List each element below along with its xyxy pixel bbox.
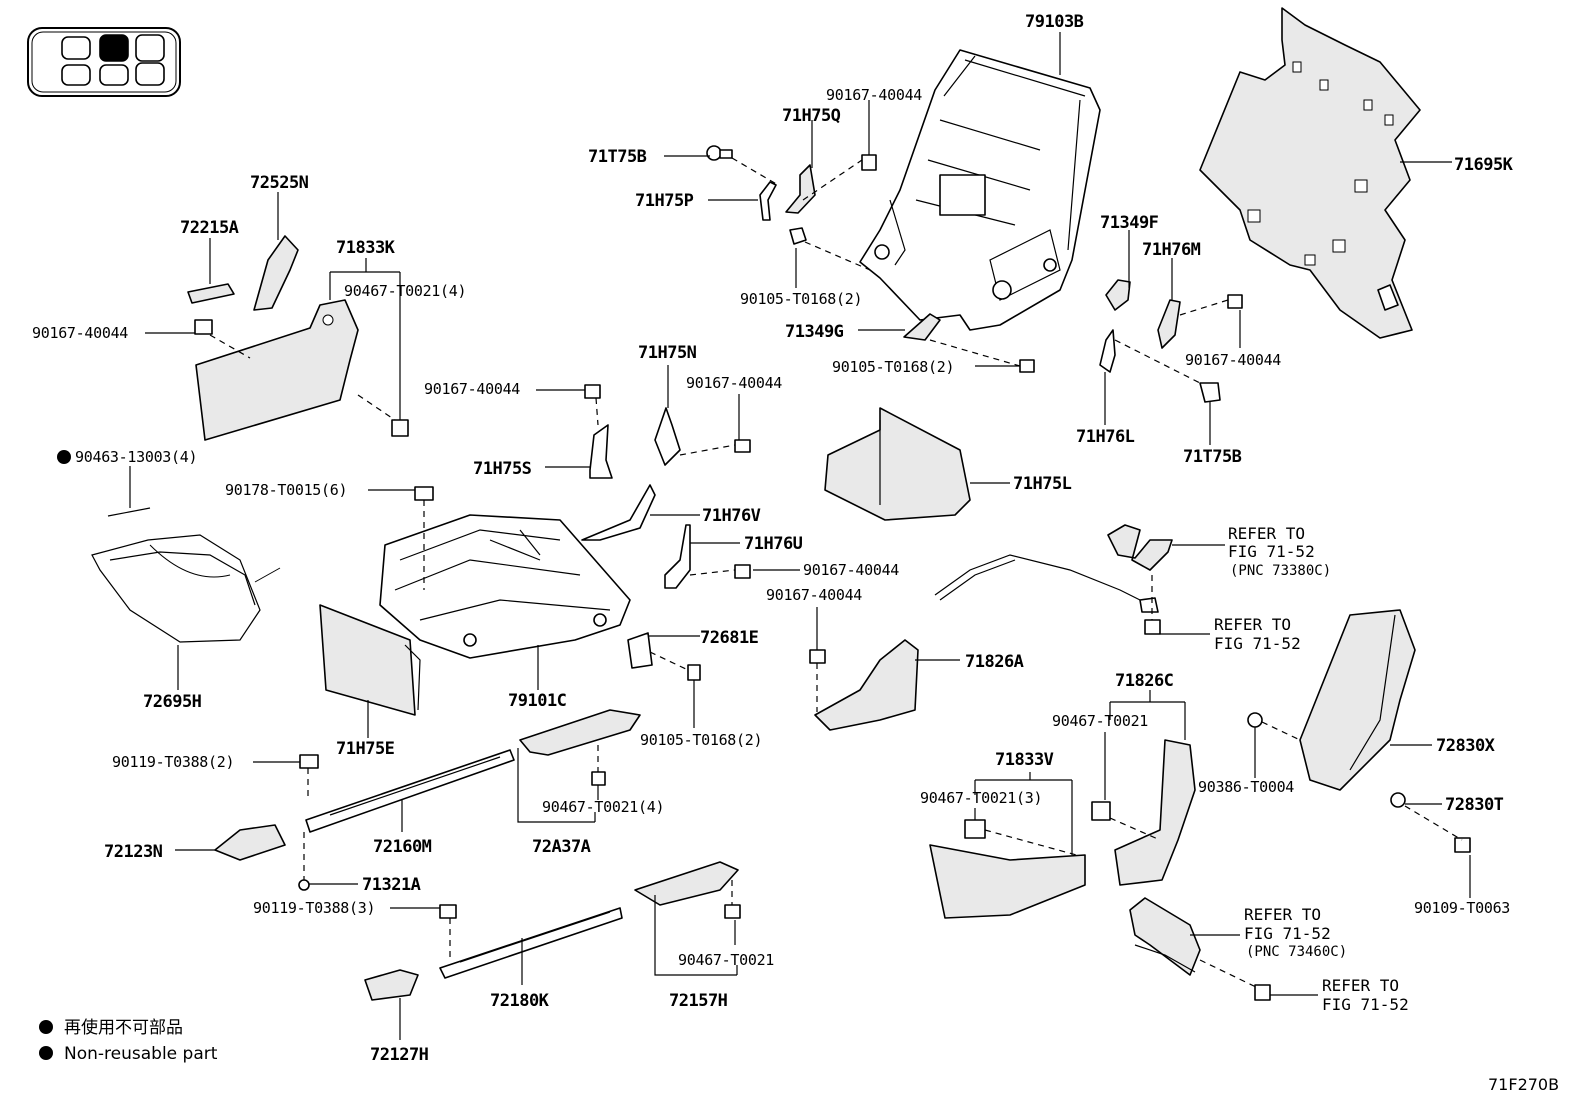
label-71349F: 71349F xyxy=(1100,213,1159,233)
label-72681E: 72681E xyxy=(700,628,759,648)
label-90167-mid2: 90167-40044 xyxy=(424,380,520,398)
label-71H76V: 71H76V xyxy=(702,506,761,526)
part-cable-72695H xyxy=(91,507,281,643)
label-71321A: 71321A xyxy=(362,875,421,895)
label-72A37A: 72A37A xyxy=(532,837,591,857)
label-72695H: 72695H xyxy=(143,692,202,712)
legend-en-text: Non-reusable part xyxy=(64,1044,218,1064)
label-71H75P: 71H75P xyxy=(635,191,694,211)
label-72525N: 72525N xyxy=(250,173,309,193)
part-cushion-frame xyxy=(379,514,631,659)
refer-3-line3: (PNC 73460C) xyxy=(1246,944,1347,960)
part-seatback-board xyxy=(1199,7,1421,339)
label-72830X: 72830X xyxy=(1436,736,1496,756)
legend-bullet-en xyxy=(39,1046,53,1060)
label-90463: 90463-13003(4) xyxy=(75,448,197,466)
label-90119-3: 90119-T0388(3) xyxy=(253,899,375,917)
label-72127H: 72127H xyxy=(370,1045,429,1065)
label-71H76U: 71H76U xyxy=(744,534,803,554)
leader-lines xyxy=(129,32,1471,1040)
label-71H75Q: 71H75Q xyxy=(782,106,841,126)
non-reusable-bullet-90463 xyxy=(57,450,71,464)
label-72180K: 72180K xyxy=(490,991,550,1011)
part-rails xyxy=(298,749,623,979)
part-covers-72123N-72127H xyxy=(214,824,419,1001)
label-79101C: 79101C xyxy=(508,691,566,711)
part-seatback-frame xyxy=(859,49,1101,331)
label-71826C: 71826C xyxy=(1115,671,1173,691)
label-71826A: 71826A xyxy=(965,652,1024,672)
label-71833V: 71833V xyxy=(995,750,1054,770)
label-90167-left: 90167-40044 xyxy=(32,324,128,342)
part-72A37A xyxy=(519,709,641,786)
part-harness-73460C xyxy=(1129,897,1271,1001)
label-90167-top: 90167-40044 xyxy=(826,86,922,104)
label-71695K: 71695K xyxy=(1454,155,1514,175)
refer-to-notes: REFER TO FIG 71-52 (PNC 73380C) REFER TO… xyxy=(1214,524,1409,1014)
label-90386: 90386-T0004 xyxy=(1198,778,1294,796)
label-90467-4a: 90467-T0021(4) xyxy=(344,282,466,300)
part-labels: 79103B 90167-40044 71H75Q 71T75B 71H75P … xyxy=(32,12,1514,1065)
refer-2-line2: FIG 71-52 xyxy=(1214,634,1301,653)
legend-jp-text: 再使用不可部品 xyxy=(64,1017,183,1038)
assembly-dashed-lines xyxy=(209,157,1463,989)
part-72681E-71826A xyxy=(627,632,919,731)
part-72830X xyxy=(1247,609,1471,853)
label-71H75E: 71H75E xyxy=(336,739,395,759)
label-90167-right: 90167-40044 xyxy=(1185,351,1281,369)
part-harness-73380C xyxy=(934,524,1173,635)
part-71833V-71826C xyxy=(929,739,1196,919)
part-72157H xyxy=(634,861,741,919)
part-71H75E xyxy=(319,604,421,716)
figure-code: 71F270B xyxy=(1488,1075,1559,1094)
label-71T75B-top: 71T75B xyxy=(588,147,647,167)
refer-2-line1: REFER TO xyxy=(1214,615,1291,634)
label-90119-2: 90119-T0388(2) xyxy=(112,753,234,771)
label-90467-single2: 90467-T0021 xyxy=(678,951,774,969)
legend: 再使用不可部品 Non-reusable part xyxy=(39,1017,218,1064)
refer-3-line1: REFER TO xyxy=(1244,905,1321,924)
seat-position-locator-icon xyxy=(27,27,181,97)
legend-bullet-jp xyxy=(39,1020,53,1034)
label-72215A: 72215A xyxy=(180,218,239,238)
part-71H75L xyxy=(824,407,971,521)
label-90167-mid1: 90167-40044 xyxy=(686,374,782,392)
label-90467-3: 90467-T0021(3) xyxy=(920,789,1042,807)
label-71H76M: 71H76M xyxy=(1142,240,1201,260)
refer-1-line2: FIG 71-52 xyxy=(1228,542,1315,561)
refer-4-line2: FIG 71-52 xyxy=(1322,995,1409,1014)
label-71T75B-bot: 71T75B xyxy=(1183,447,1242,467)
label-90167-mid3: 90167-40044 xyxy=(803,561,899,579)
label-90167-mid4: 90167-40044 xyxy=(766,586,862,604)
refer-1-line3: (PNC 73380C) xyxy=(1230,563,1331,579)
label-90467-single1: 90467-T0021 xyxy=(1052,712,1148,730)
label-90105-mid: 90105-T0168(2) xyxy=(832,358,954,376)
label-71H75L: 71H75L xyxy=(1013,474,1072,494)
label-71H76L: 71H76L xyxy=(1076,427,1135,447)
label-71833K: 71833K xyxy=(336,238,396,258)
refer-4-line1: REFER TO xyxy=(1322,976,1399,995)
label-79103B: 79103B xyxy=(1025,12,1084,32)
label-72830T: 72830T xyxy=(1445,795,1504,815)
label-71H75S: 71H75S xyxy=(473,459,532,479)
label-90109: 90109-T0063 xyxy=(1414,899,1510,917)
label-72157H: 72157H xyxy=(669,991,728,1011)
label-90105-top: 90105-T0168(2) xyxy=(740,290,862,308)
label-72123N: 72123N xyxy=(104,842,163,862)
label-90467-4b: 90467-T0021(4) xyxy=(542,798,664,816)
label-71349G: 71349G xyxy=(785,322,844,342)
label-90105-bot: 90105-T0168(2) xyxy=(640,731,762,749)
label-72160M: 72160M xyxy=(373,837,432,857)
part-small-hardware-top xyxy=(706,145,1243,403)
label-90178: 90178-T0015(6) xyxy=(225,481,347,499)
refer-1-line1: REFER TO xyxy=(1228,524,1305,543)
part-side-cover-left xyxy=(187,235,409,441)
label-71H75N: 71H75N xyxy=(638,343,697,363)
part-brackets-middle xyxy=(414,384,751,589)
refer-3-line2: FIG 71-52 xyxy=(1244,924,1331,943)
